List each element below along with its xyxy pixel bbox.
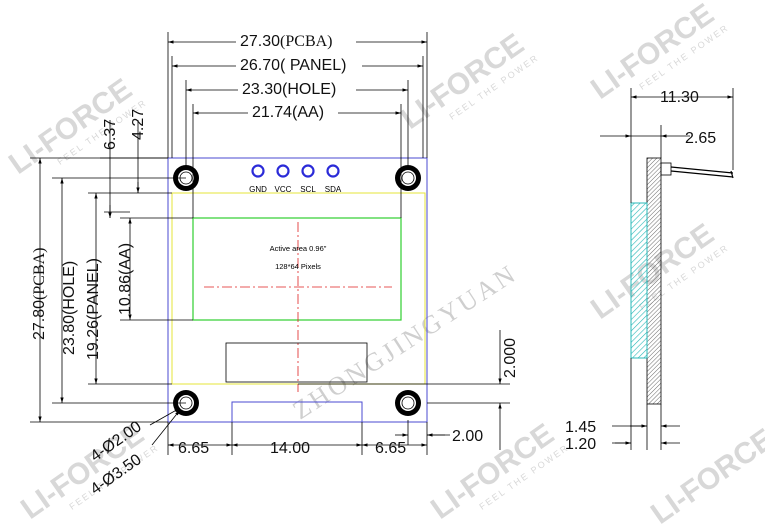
bottom-dimensions: 6.65 14.00 6.65 — [167, 422, 428, 457]
pin-label-vcc: VCC — [275, 185, 292, 194]
dim-bottom-right: 6.65 — [375, 440, 406, 457]
dim-width-hole: 23.30(HOLE) — [242, 81, 336, 98]
pin-header: GND VCC SCL SDA — [249, 164, 342, 194]
dim-120: 1.20 — [565, 436, 596, 453]
left-dimensions: 6.37 4.27 27.80(PCBA) 23.80(HOLE) 19.26(… — [30, 109, 193, 423]
dim-145: 1.45 — [565, 419, 596, 436]
side-header — [660, 162, 672, 176]
bottom-tab — [231, 401, 363, 422]
side-pcb — [646, 157, 662, 405]
pin-label-gnd: GND — [249, 185, 267, 194]
dim-265: 2.65 — [685, 130, 716, 147]
mounting-hole-tr — [395, 165, 421, 191]
hole-callouts: 4-Ø2.00 4-Ø3.50 — [88, 407, 181, 498]
pin-gnd — [251, 164, 265, 178]
dim-427: 4.27 — [130, 109, 147, 140]
side-view: 11.30 2.65 1.45 1.20 — [565, 88, 734, 453]
active-area-label: Active area 0.96" — [270, 244, 327, 253]
dim-width-panel: 26.70( PANEL) — [240, 57, 346, 74]
top-dimensions: 27.30(PCBA) 26.70( PANEL) 23.30(HOLE) 21… — [167, 30, 428, 218]
dim-height-aa: 10.86(AA) — [117, 243, 134, 315]
pin-sda — [326, 164, 340, 178]
right-dimensions: 2.000 2.00 — [298, 330, 519, 450]
dim-bottom-mid: 14.00 — [270, 440, 310, 457]
fpc-area — [225, 342, 368, 383]
dim-bottom-left: 6.65 — [178, 440, 209, 457]
dim-width-aa: 21.74(AA) — [252, 104, 324, 121]
dim-height-panel: 19.26(PANEL) — [85, 258, 102, 360]
dim-2000: 2.000 — [502, 338, 519, 378]
pin-scl — [301, 164, 315, 178]
watermark-brand: LI-FORCE — [585, 0, 720, 106]
side-panel — [630, 202, 648, 359]
dim-200: 2.00 — [452, 428, 483, 445]
dim-height-pcba: 27.80(PCBA) — [31, 248, 48, 341]
pcb-outline — [167, 157, 428, 423]
dim-width-pcba: 27.30(PCBA) — [240, 33, 333, 50]
dim-1130: 11.30 — [660, 89, 699, 106]
pin-label-sda: SDA — [325, 185, 342, 194]
mounting-hole-br — [395, 390, 421, 416]
watermark-brand: LI-FORCE — [645, 422, 765, 525]
dim-height-hole: 23.80(HOLE) — [61, 261, 78, 355]
pin-vcc — [276, 164, 290, 178]
pin-label-scl: SCL — [300, 185, 316, 194]
active-area — [192, 217, 402, 321]
dim-637: 6.37 — [102, 119, 119, 150]
pixel-label: 128*64 Pixels — [275, 262, 321, 271]
